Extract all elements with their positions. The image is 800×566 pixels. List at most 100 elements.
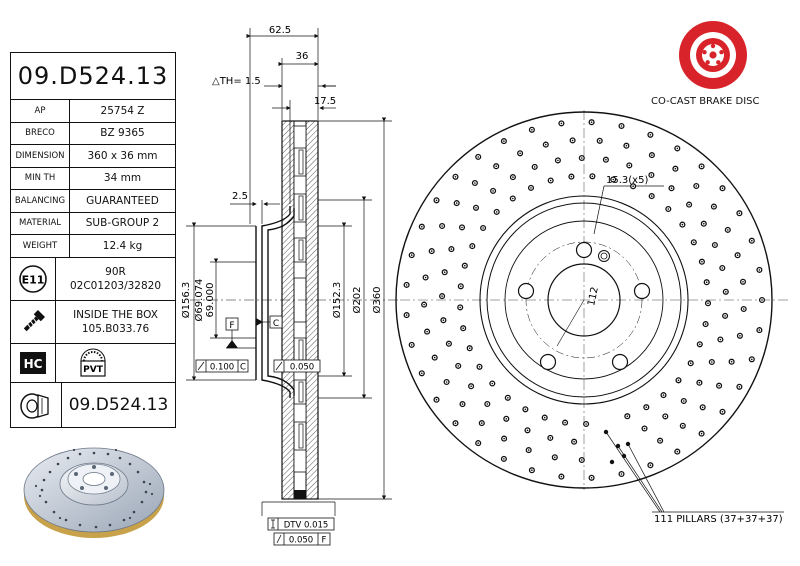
dim-152-3 xyxy=(318,222,352,377)
drill-hole-center xyxy=(700,432,703,435)
drill-hole-center xyxy=(585,423,587,425)
datum-f xyxy=(225,317,256,349)
dim-202-label: Ø202 xyxy=(351,287,363,314)
locating-hole xyxy=(598,250,610,262)
holes-leader xyxy=(593,185,605,235)
holes-label: 15.3(x5) xyxy=(606,175,648,186)
runout-left-ref: C xyxy=(240,363,246,373)
drill-hole-center xyxy=(681,223,684,226)
drill-hole-center xyxy=(590,121,593,123)
drill-hole-center xyxy=(688,203,690,206)
drill-hole-center xyxy=(632,185,634,187)
drill-hole-center xyxy=(468,347,471,350)
approval-line1: 90R xyxy=(105,265,126,278)
pillars-label: 111 PILLARS (37+37+37) xyxy=(654,514,783,525)
drill-hole-center xyxy=(477,156,480,158)
drill-hole-center xyxy=(410,344,413,346)
drill-hole-center xyxy=(695,185,698,187)
drill-hole-center xyxy=(620,473,623,475)
dim-62-5 xyxy=(246,28,319,224)
drill-hole-center xyxy=(628,164,631,167)
spec-value: BZ 9365 xyxy=(100,127,145,140)
spec-table: AP 25754 Z BRECO BZ 9365 DIMENSION 360 x… xyxy=(11,100,175,258)
parallelism-value: 0.050 xyxy=(289,536,313,546)
drill-hole-center xyxy=(581,459,583,461)
inside-box-line1: INSIDE THE BOX xyxy=(73,308,158,321)
dim-152-3-label: Ø152.3 xyxy=(331,282,343,319)
spec-key: BALANCING xyxy=(11,190,70,212)
drill-hole-center xyxy=(649,464,652,467)
drill-hole-center xyxy=(492,190,494,192)
drill-hole-center xyxy=(503,458,505,460)
render-bolt-holes xyxy=(74,465,114,490)
parallelism-frame xyxy=(273,532,331,546)
drill-hole-center xyxy=(564,421,566,424)
disc-caliper-icon-cell xyxy=(11,382,62,427)
drill-hole-center xyxy=(461,226,463,229)
spec-row-material: MATERIAL SUB-GROUP 2 xyxy=(11,212,175,235)
bolt-holes xyxy=(517,241,651,371)
drill-hole-center xyxy=(626,415,629,418)
footer-part-row: 09.D524.13 xyxy=(11,382,175,427)
drill-holes xyxy=(403,119,766,481)
drill-hole-center xyxy=(591,175,594,178)
drill-hole-center xyxy=(674,167,677,170)
drill-hole-center xyxy=(482,227,484,229)
drill-hole-center xyxy=(423,303,425,306)
footer-part-number: 09.D524.13 xyxy=(68,394,169,415)
drill-hole-center xyxy=(470,385,472,388)
drill-hole-center xyxy=(450,248,453,250)
drill-hole-center xyxy=(554,456,556,459)
spec-row-weight: WEIGHT 12.4 kg xyxy=(11,235,175,258)
drill-hole-center xyxy=(677,379,680,382)
dim-202 xyxy=(318,196,372,399)
drill-hole-center xyxy=(704,323,707,325)
drill-hole-center xyxy=(433,356,436,359)
part-number-title: 09.D524.13 xyxy=(11,53,175,100)
friction-inner-edge xyxy=(479,195,689,405)
drill-hole-center xyxy=(751,358,753,361)
drill-hole-center xyxy=(549,437,552,439)
e11-badge-icon: E11 xyxy=(19,264,47,293)
drill-hole-center xyxy=(526,429,529,432)
drill-hole-center xyxy=(742,281,744,283)
drill-hole-center xyxy=(664,415,667,418)
drill-hole-center xyxy=(711,361,713,363)
dim-2-5-label: 2.5 xyxy=(232,191,248,202)
spec-key: BRECO xyxy=(11,122,70,144)
drill-hole-center xyxy=(477,442,480,444)
drill-hole-center xyxy=(421,225,423,228)
dim-156-3 xyxy=(186,222,256,381)
drill-hole-center xyxy=(689,362,692,365)
runout-left-frame xyxy=(195,359,249,373)
drill-hole-center xyxy=(530,187,532,189)
drill-hole-center xyxy=(454,176,457,178)
friction-ring-section xyxy=(281,120,319,500)
drill-hole-center xyxy=(742,308,745,310)
drill-hole-center xyxy=(736,254,739,256)
drill-hole-center xyxy=(650,195,653,197)
drill-hole-center xyxy=(545,143,547,146)
drill-hole-center xyxy=(457,365,460,367)
drill-hole-center xyxy=(543,416,546,419)
spec-value: SUB-GROUP 2 xyxy=(85,217,160,230)
drill-hole-center xyxy=(698,381,701,384)
drill-hole-center xyxy=(435,398,438,401)
drill-hole-center xyxy=(620,125,623,127)
drill-hole-center xyxy=(531,469,533,472)
runout-left-value: 0.100 xyxy=(210,363,234,373)
drill-hole-center xyxy=(721,267,724,269)
approval-row: E11 90R 02C01203/32820 xyxy=(11,257,175,301)
drill-hole-center xyxy=(426,330,428,333)
spec-value: 12.4 kg xyxy=(102,239,143,252)
drill-hole-center xyxy=(455,202,458,204)
inside-box-text: INSIDE THE BOX 105.B033.76 xyxy=(56,301,175,343)
disc-caliper-icon xyxy=(20,392,49,419)
drill-hole-center xyxy=(651,154,653,156)
render-center-bore xyxy=(82,472,106,486)
drill-hole-center xyxy=(527,449,530,451)
dim-th-label: △TH= 1.5 xyxy=(212,76,261,87)
drill-hole-center xyxy=(676,450,679,453)
